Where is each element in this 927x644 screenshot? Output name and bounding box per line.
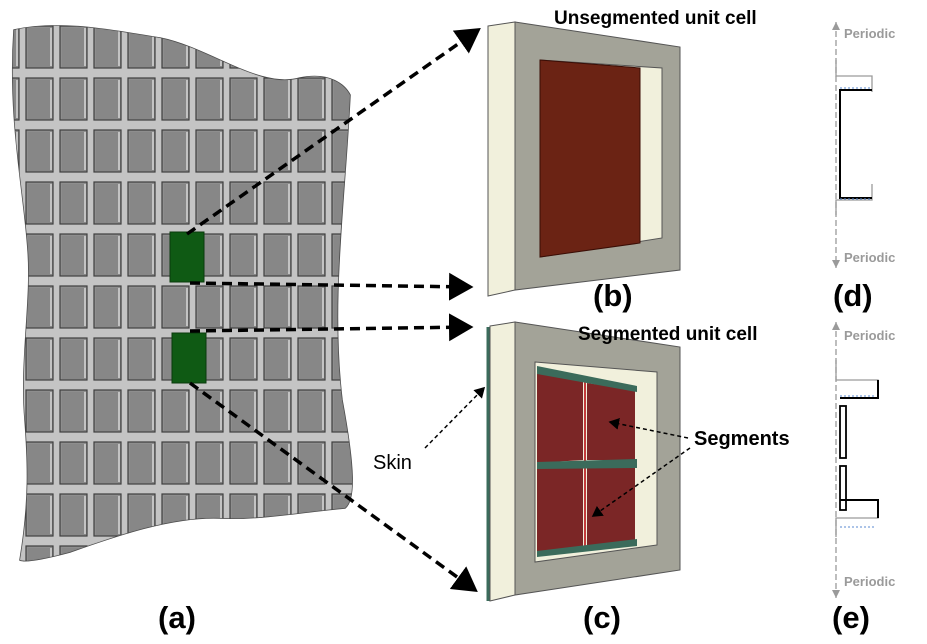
- segment-bottom-left: [537, 467, 583, 553]
- segmented-unit-cell: [486, 321, 681, 602]
- stiffened-panel: [11, 25, 353, 562]
- segment-bottom-right: [587, 467, 635, 547]
- highlight-segmented-cell: [171, 332, 207, 384]
- segments-annotation: Segments: [591, 417, 790, 517]
- cross-section-unsegmented: [832, 22, 873, 268]
- panel-label-b: (b): [593, 278, 633, 313]
- periodic-label-e-top: Periodic: [844, 328, 895, 343]
- segments-label: Segments: [694, 428, 790, 450]
- panel-label-c: (c): [583, 600, 621, 635]
- unsegmented-title: Unsegmented unit cell: [554, 8, 757, 29]
- panel-label-e: (e): [832, 600, 870, 635]
- callout-arrows: [185, 27, 481, 593]
- skin-label: Skin: [373, 452, 412, 474]
- unsegmented-unit-cell: [487, 21, 681, 297]
- highlight-unsegmented-cell: [169, 231, 205, 283]
- periodic-label-d-top: Periodic: [844, 26, 895, 41]
- periodic-label-e-bottom: Periodic: [844, 574, 895, 589]
- cross-section-segmented: [832, 322, 879, 598]
- skin-annotation: Skin: [373, 386, 486, 474]
- segment-top-left: [537, 372, 583, 463]
- panel-label-d: (d): [833, 278, 873, 313]
- panel-label-a: (a): [158, 600, 196, 635]
- periodic-label-d-bottom: Periodic: [844, 250, 895, 265]
- segmented-title: Segmented unit cell: [578, 324, 757, 345]
